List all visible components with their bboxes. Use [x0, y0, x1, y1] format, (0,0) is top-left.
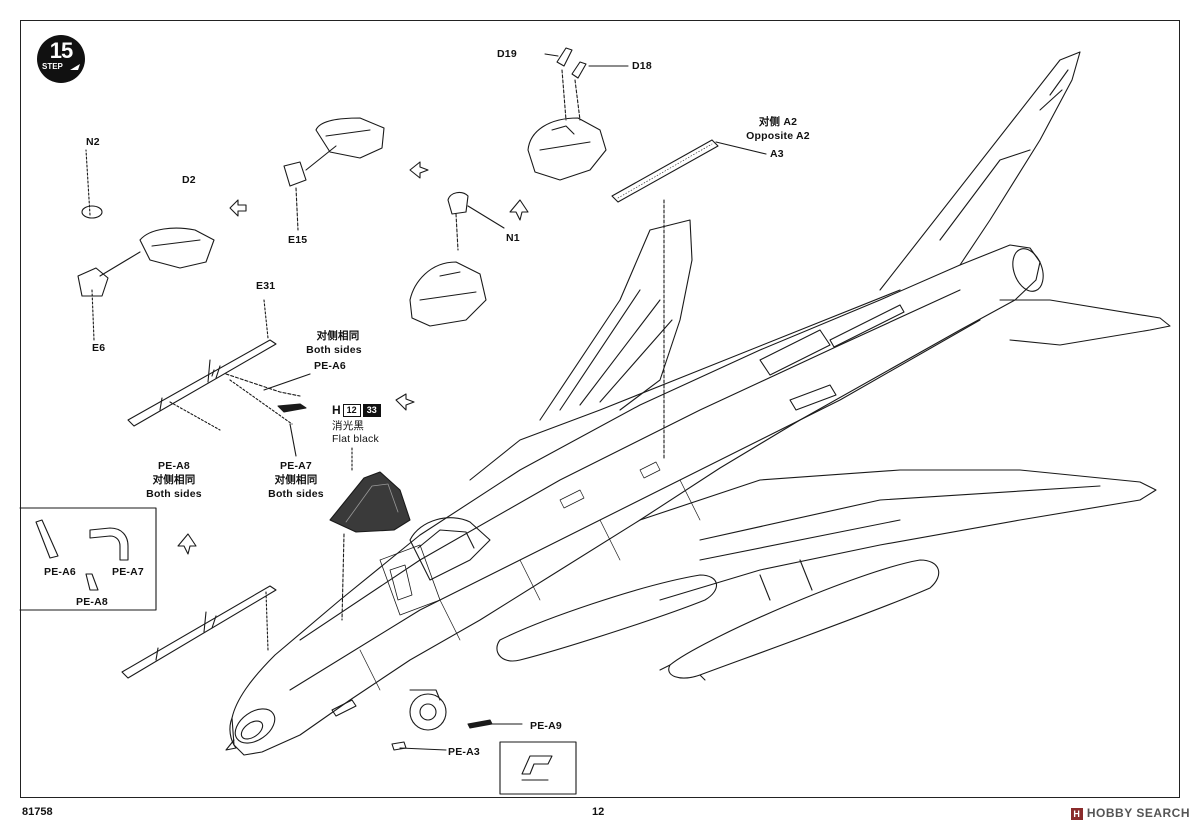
label-PE-A6: PE-A6 [314, 360, 346, 372]
part-E6 [77, 267, 109, 297]
part-flat-black [329, 471, 411, 533]
part-antenna-lower [121, 585, 277, 679]
paint-name-cn: 消光黑 [332, 420, 365, 432]
label-both-sides-cn-2: 对侧相同 [152, 474, 196, 486]
label-D19: D19 [497, 48, 517, 60]
horizontal-stabilizer [999, 299, 1171, 346]
step-number: 15 [49, 38, 73, 63]
label-PE-A3: PE-A3 [448, 746, 480, 758]
label-both-sides-en-1: Both sides [306, 344, 362, 356]
label-N2: N2 [86, 136, 100, 148]
part-N2 [81, 205, 103, 219]
page-number: 12 [592, 806, 605, 818]
drop-tank [668, 559, 940, 679]
watermark-text: HOBBY SEARCH [1086, 806, 1190, 820]
assembly-arrow [509, 199, 529, 221]
label-A2-en: Opposite A2 [746, 130, 810, 142]
inset-label-PE-A7: PE-A7 [112, 566, 144, 578]
label-both-sides-cn-1: 对侧相同 [316, 330, 360, 342]
inset-PE-A3 [499, 741, 577, 795]
label-PE-A9: PE-A9 [530, 720, 562, 732]
sub-assembly-N1 [409, 261, 487, 327]
assembly-arrow [229, 199, 247, 217]
aircraft-drawing [225, 51, 1171, 756]
label-E31: E31 [256, 280, 276, 292]
paint-code-1: 12 [342, 404, 361, 418]
sub-assembly-top [315, 117, 385, 159]
part-D18 [571, 61, 587, 79]
page-frame [20, 20, 1180, 798]
label-D2: D2 [182, 174, 196, 186]
assembly-arrow [409, 161, 429, 179]
watermark-mark: H [1070, 808, 1083, 820]
label-both-sides-en-3: Both sides [268, 488, 324, 500]
assembly-arrow [177, 533, 197, 555]
step-word: STEP [42, 62, 63, 71]
hood-assembly-upper [527, 117, 607, 181]
part-E31 [127, 339, 277, 427]
nose-wheel [409, 693, 447, 731]
label-both-sides-en-2: Both sides [146, 488, 202, 500]
inset-part-PE-A8 [85, 573, 99, 591]
vertical-tail [879, 51, 1081, 291]
label-N1: N1 [506, 232, 520, 244]
inset-part-PE-A7 [89, 527, 129, 561]
label-E15: E15 [288, 234, 308, 246]
step-badge: 15 STEP [36, 34, 86, 84]
assembly-arrow [395, 393, 415, 411]
paint-name-en: Flat black [332, 433, 379, 445]
part-D19 [556, 47, 573, 67]
nose-cone [225, 717, 237, 751]
label-D18: D18 [632, 60, 652, 72]
part-PE-A9 [467, 719, 493, 729]
label-PE-A7: PE-A7 [280, 460, 312, 472]
inset-part-PE-A6 [35, 519, 59, 559]
part-A3 [611, 139, 719, 203]
inset-label-PE-A6: PE-A6 [44, 566, 76, 578]
far-wing [539, 219, 693, 421]
canopy-frame [409, 517, 491, 581]
sub-assembly-D2 [139, 227, 215, 269]
photo-etch-bend [277, 403, 307, 413]
kit-number: 81758 [22, 806, 53, 818]
inset-label-PE-A8: PE-A8 [76, 596, 108, 608]
fuselage-outline [231, 244, 1041, 756]
label-both-sides-cn-3: 对侧相同 [274, 474, 318, 486]
part-E15 [283, 161, 307, 187]
label-PE-A8: PE-A8 [158, 460, 190, 472]
near-wing [639, 469, 1157, 601]
part-PE-A3 [391, 741, 407, 751]
label-A2-cn: 对侧 A2 [758, 116, 798, 128]
paint-letter: H [332, 403, 341, 417]
label-E6: E6 [92, 342, 106, 354]
inset-pe-parts [19, 507, 157, 611]
step-badge-circle [37, 35, 85, 83]
label-A3: A3 [770, 148, 784, 160]
paint-code-2: 33 [362, 404, 381, 418]
part-N1 [447, 191, 469, 215]
